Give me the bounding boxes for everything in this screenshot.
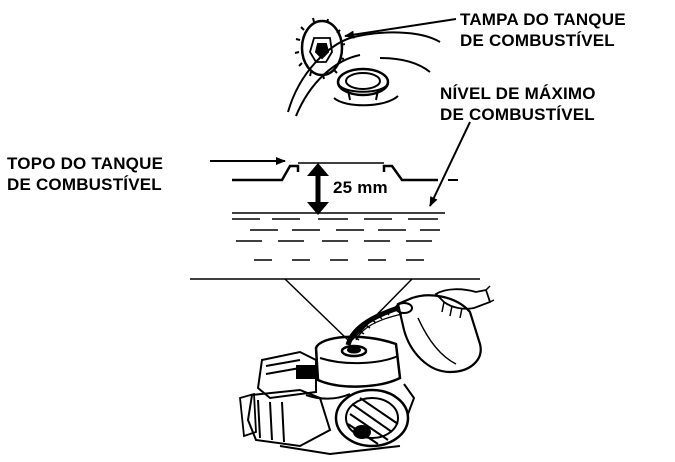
tank-top-label-line-1: TOPO DO TANQUE (7, 154, 164, 173)
fuel-cap-label-line-2: DE COMBUSTÍVEL (460, 31, 615, 50)
engine-illustration (239, 335, 416, 456)
max-level-label-line-2: DE COMBUSTÍVEL (440, 105, 595, 124)
max-level-label: NÍVEL DE MÁXIMO DE COMBUSTÍVEL (440, 83, 596, 125)
fuel-surface-lines (232, 212, 445, 261)
dimension-label: 25 mm (333, 178, 388, 197)
fuel-cap-label-line-1: TAMPA DO TANQUE (460, 10, 626, 29)
max-level-label-line-1: NÍVEL DE MÁXIMO (440, 84, 596, 103)
callout-lines (190, 278, 480, 341)
tank-cross-section (232, 162, 458, 182)
tank-top-label: TOPO DO TANQUE DE COMBUSTÍVEL (7, 153, 163, 195)
max-level-leader-line (429, 121, 471, 207)
fuel-cap-label: TAMPA DO TANQUE DE COMBUSTÍVEL (460, 9, 626, 51)
tank-top-label-line-2: DE COMBUSTÍVEL (7, 175, 162, 194)
fuel-cap-illustration (287, 17, 441, 117)
fuel-can-illustration (345, 285, 495, 374)
dimension-arrow (307, 163, 329, 215)
fuel-cap-leader-line (344, 18, 457, 39)
